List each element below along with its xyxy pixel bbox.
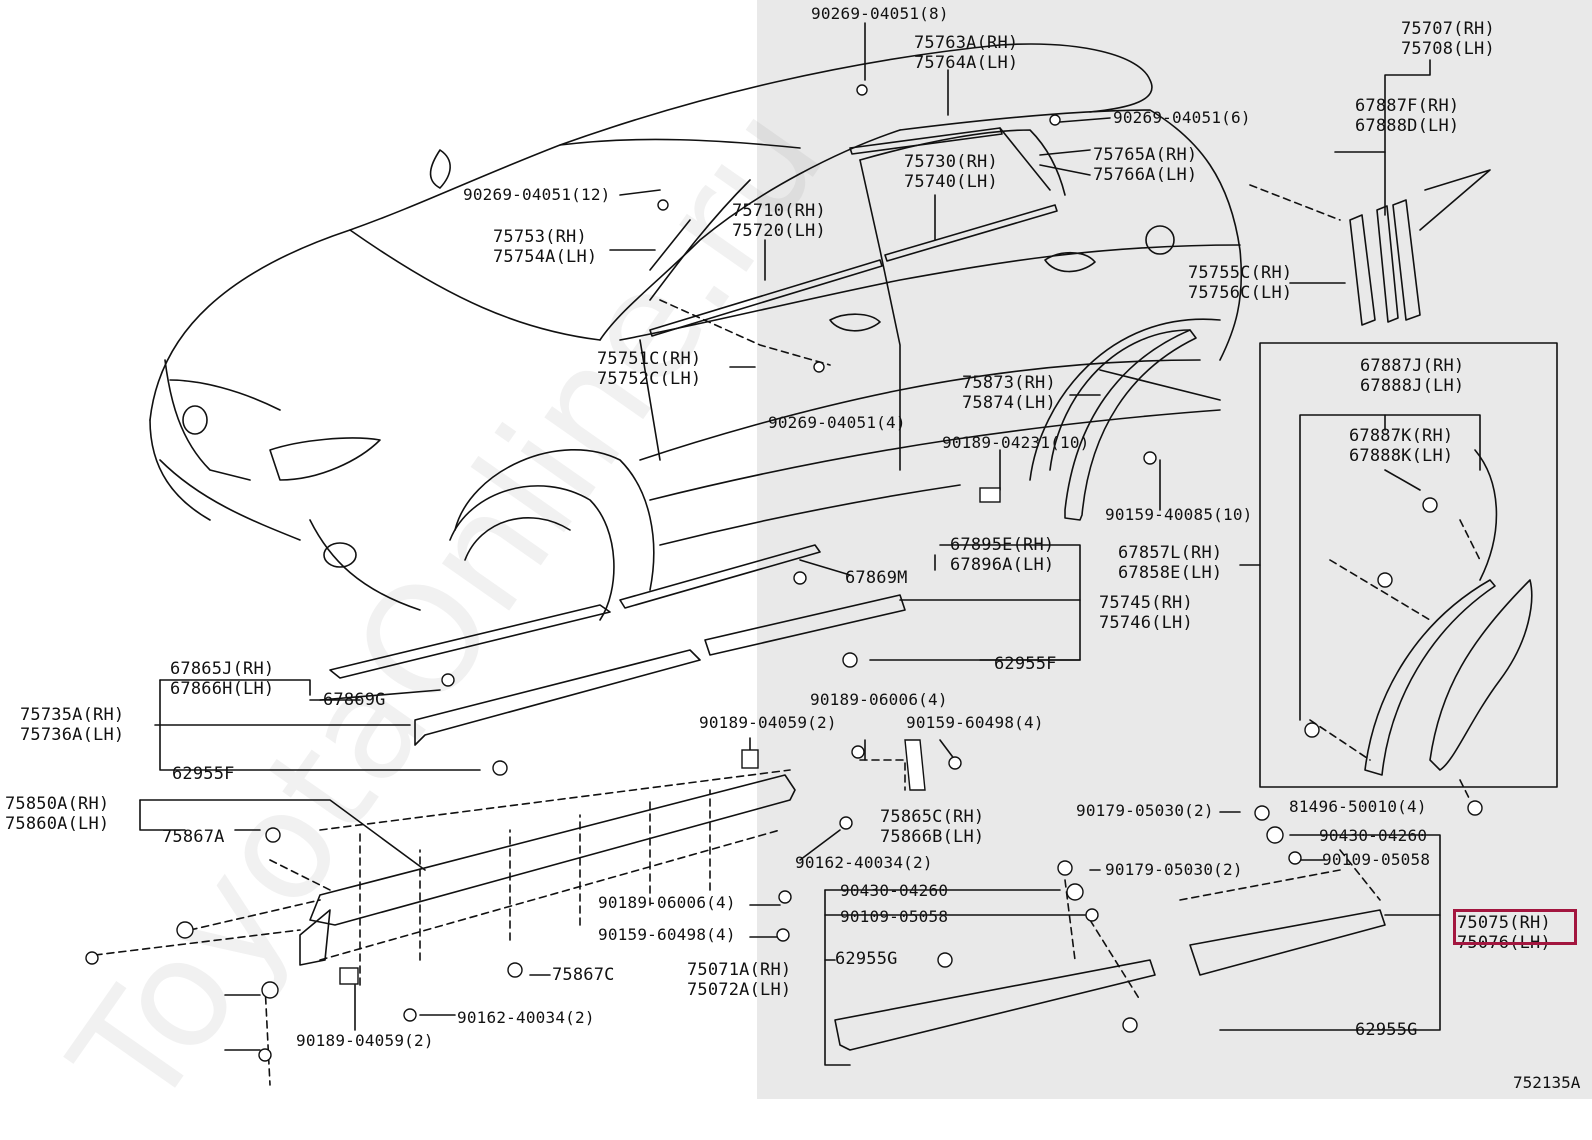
label-62955f-lower: 62955F — [172, 764, 235, 784]
label-line: 75740(LH) — [904, 172, 998, 192]
label-90159-40085: 90159-40085(10) — [1105, 505, 1253, 524]
label-line: 75756C(LH) — [1188, 283, 1293, 303]
label-62955g-lower: 62955G — [1355, 1020, 1418, 1040]
label-75873: 75873(RH) 75874(LH) — [962, 373, 1056, 413]
label-line: 75710(RH) — [732, 201, 826, 221]
label-90179-05030-lower: 90179-05030(2) — [1105, 860, 1243, 879]
label-75751c: 75751C(RH) 75752C(LH) — [597, 349, 701, 389]
label-line: 67887J(RH) — [1360, 356, 1465, 376]
label-line: 75865C(RH) — [880, 807, 985, 827]
label-90159-60498-lower: 90159-60498(4) — [598, 925, 736, 944]
label-line: 75755C(RH) — [1188, 263, 1293, 283]
label-line: 75866B(LH) — [880, 827, 985, 847]
label-line: 67857L(RH) — [1118, 543, 1223, 563]
label-line: 75708(LH) — [1401, 39, 1495, 59]
label-line: 67866H(LH) — [170, 679, 275, 699]
exploded-parts-drawing — [85, 22, 1558, 1086]
label-90109-05058-upper: 90109-05058 — [1322, 850, 1431, 869]
label-75763a: 75763A(RH) 75764A(LH) — [914, 33, 1018, 73]
label-line: 75766A(LH) — [1093, 165, 1198, 185]
label-67887f: 67887F(RH) 67888D(LH) — [1355, 96, 1459, 136]
label-90159-60498-upper: 90159-60498(4) — [906, 713, 1044, 732]
label-75867c: 75867C — [552, 965, 615, 985]
label-line: 67865J(RH) — [170, 659, 275, 679]
label-67887k: 67887K(RH) 67888K(LH) — [1349, 426, 1453, 466]
label-line: 75707(RH) — [1401, 19, 1495, 39]
label-90189-04059-upper: 90189-04059(2) — [699, 713, 837, 732]
label-90269-04051-8: 90269-04051(8) — [811, 4, 949, 23]
label-75865c: 75865C(RH) 75866B(LH) — [880, 807, 984, 847]
label-90162-40034-lower: 90162-40034(2) — [457, 1008, 595, 1027]
label-75745: 75745(RH) 75746(LH) — [1099, 593, 1193, 633]
label-75071a: 75071A(RH) 75072A(LH) — [687, 960, 791, 1000]
label-line: 67895E(RH) — [950, 535, 1055, 555]
label-line: 75873(RH) — [962, 373, 1056, 393]
label-90162-40034-upper: 90162-40034(2) — [795, 853, 933, 872]
label-75753: 75753(RH) 75754A(LH) — [493, 227, 597, 267]
label-line: 75765A(RH) — [1093, 145, 1198, 165]
label-line: 67858E(LH) — [1118, 563, 1223, 583]
label-90109-05058-lower: 90109-05058 — [840, 907, 949, 926]
highlighted-part-box — [1453, 909, 1577, 945]
label-line: 67896A(LH) — [950, 555, 1055, 575]
label-75867a: 75867A — [162, 827, 225, 847]
label-line: 75763A(RH) — [914, 33, 1019, 53]
label-75765a: 75765A(RH) 75766A(LH) — [1093, 145, 1197, 185]
label-line: 75850A(RH) — [5, 794, 110, 814]
label-line: 75736A(LH) — [20, 725, 125, 745]
label-62955f-upper: 62955F — [994, 654, 1057, 674]
label-67857l: 67857L(RH) 67858E(LH) — [1118, 543, 1222, 583]
label-line: 75735A(RH) — [20, 705, 125, 725]
label-line: 75072A(LH) — [687, 980, 792, 1000]
label-90179-05030-upper: 90179-05030(2) — [1076, 801, 1214, 820]
label-line: 67887K(RH) — [1349, 426, 1454, 446]
label-90269-04051-4: 90269-04051(4) — [768, 413, 906, 432]
label-75850a: 75850A(RH) 75860A(LH) — [5, 794, 109, 834]
label-line: 67888K(LH) — [1349, 446, 1454, 466]
label-90430-04260-upper: 90430-04260 — [1319, 826, 1428, 845]
label-line: 67887F(RH) — [1355, 96, 1460, 116]
grey-background-panel — [757, 0, 1592, 1099]
label-90189-06006-upper: 90189-06006(4) — [810, 690, 948, 709]
label-75707: 75707(RH) 75708(LH) — [1401, 19, 1495, 59]
label-90189-06006-lower: 90189-06006(4) — [598, 893, 736, 912]
label-line: 75874(LH) — [962, 393, 1056, 413]
label-75730: 75730(RH) 75740(LH) — [904, 152, 998, 192]
label-line: 75071A(RH) — [687, 960, 792, 980]
label-81496-50010: 81496-50010(4) — [1289, 797, 1427, 816]
car-body-illustration — [149, 43, 1243, 621]
label-67887j: 67887J(RH) 67888J(LH) — [1360, 356, 1464, 396]
diagram-code: 752135A — [1513, 1073, 1581, 1092]
label-line: 67888D(LH) — [1355, 116, 1460, 136]
label-90269-04051-6: 90269-04051(6) — [1113, 108, 1251, 127]
label-90430-04260-lower: 90430-04260 — [840, 881, 949, 900]
label-67869m: 67869M — [845, 568, 908, 588]
label-line: 75746(LH) — [1099, 613, 1193, 633]
label-75710: 75710(RH) 75720(LH) — [732, 201, 826, 241]
label-90189-04059-lower: 90189-04059(2) — [296, 1031, 434, 1050]
fastener-icons — [85, 84, 1483, 1062]
label-line: 75752C(LH) — [597, 369, 702, 389]
label-line: 75730(RH) — [904, 152, 998, 172]
label-line: 75751C(RH) — [597, 349, 702, 369]
label-75755c: 75755C(RH) 75756C(LH) — [1188, 263, 1292, 303]
label-line: 75745(RH) — [1099, 593, 1193, 613]
label-67865j: 67865J(RH) 67866H(LH) — [170, 659, 274, 699]
label-90269-04051-12: 90269-04051(12) — [463, 185, 611, 204]
label-line: 75720(LH) — [732, 221, 826, 241]
label-line: 75764A(LH) — [914, 53, 1019, 73]
label-line: 75860A(LH) — [5, 814, 110, 834]
label-75735a: 75735A(RH) 75736A(LH) — [20, 705, 124, 745]
label-90189-04231: 90189-04231(10) — [942, 433, 1090, 452]
label-62955g-upper: 62955G — [835, 949, 898, 969]
label-67895e: 67895E(RH) 67896A(LH) — [950, 535, 1054, 575]
label-67869g: 67869G — [323, 690, 386, 710]
label-line: 75753(RH) — [493, 227, 587, 247]
label-line: 75075(RH) — [1457, 913, 1551, 933]
parts-diagram-page: ToyotaOnline.ru — [5, 0, 1592, 1140]
label-line: 67888J(LH) — [1360, 376, 1465, 396]
label-line: 75754A(LH) — [493, 247, 598, 267]
